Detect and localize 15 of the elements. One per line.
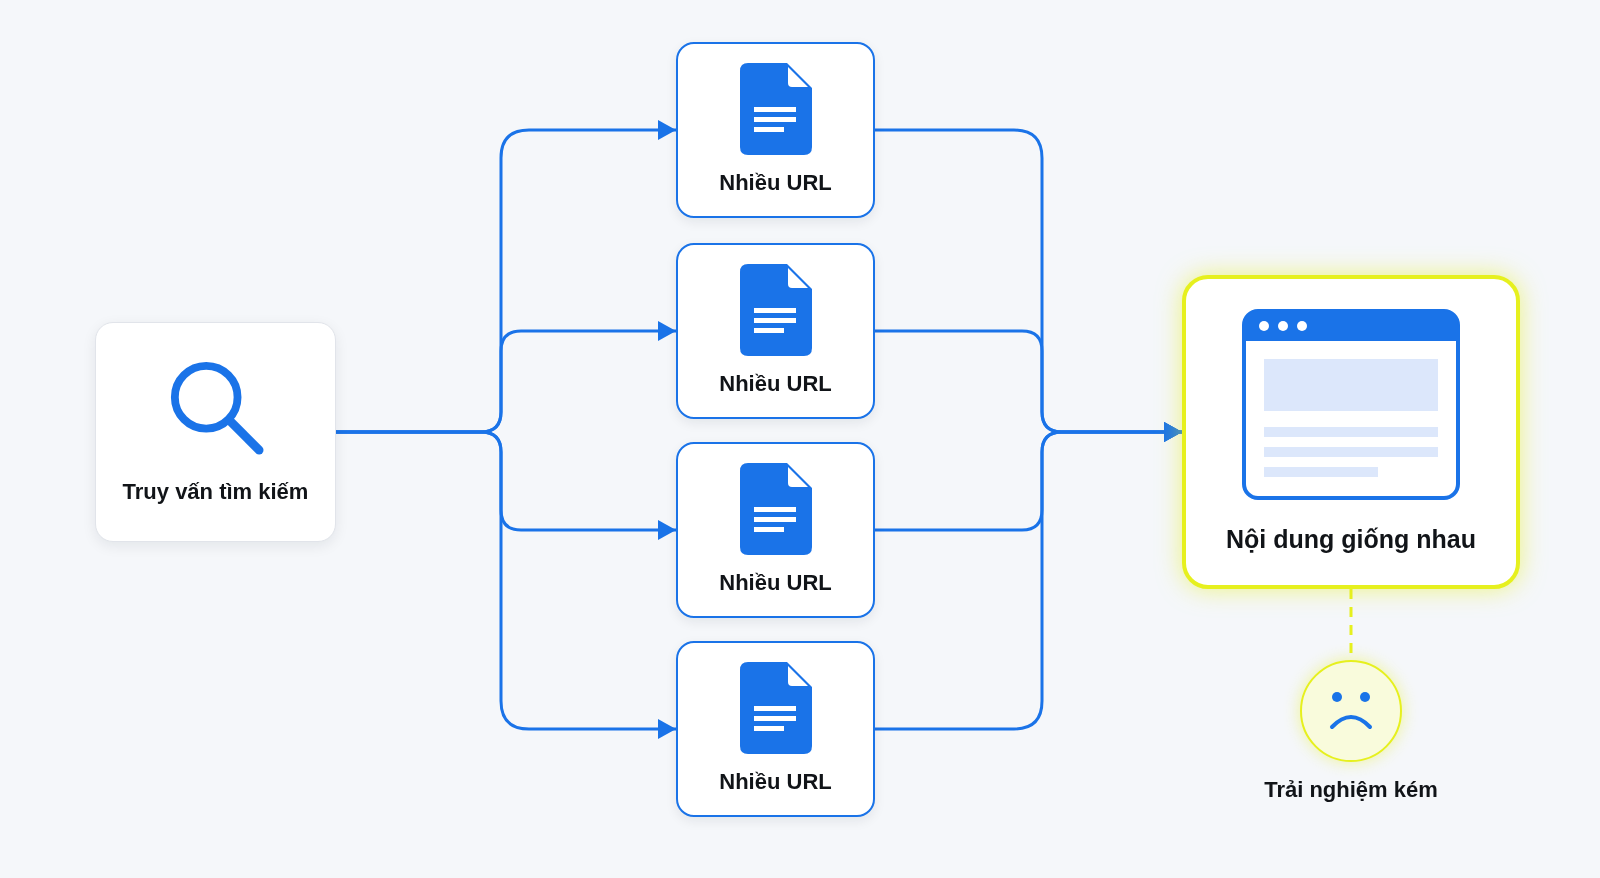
node-label: Nhiều URL bbox=[719, 768, 832, 796]
connector-arrow bbox=[875, 422, 1182, 731]
node-label: Nội dung giống nhau bbox=[1226, 523, 1476, 555]
node-label: Nhiều URL bbox=[719, 169, 832, 197]
document-card bbox=[676, 243, 875, 419]
document-card bbox=[676, 42, 875, 218]
node-label: Nhiều URL bbox=[719, 569, 832, 597]
search-card bbox=[95, 322, 336, 542]
document-card bbox=[676, 641, 875, 817]
browser-card bbox=[1182, 275, 1520, 589]
document-card bbox=[676, 442, 875, 618]
node-label: Nhiều URL bbox=[719, 370, 832, 398]
connector-arrow bbox=[336, 430, 676, 739]
node-caption: Trải nghiệm kém bbox=[1264, 776, 1438, 804]
node-label: Truy vấn tìm kiếm bbox=[122, 478, 309, 506]
